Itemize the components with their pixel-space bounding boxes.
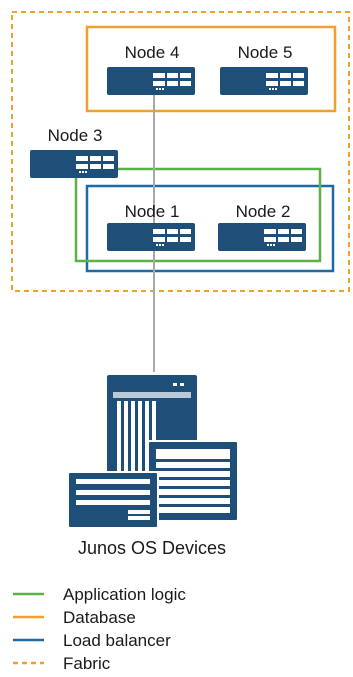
legend-fabric-label: Fabric (63, 654, 111, 673)
junos-devices-icon (67, 375, 239, 529)
application-logic-group-box (74, 167, 322, 263)
node4-server-icon (107, 67, 195, 95)
node2-label: Node 2 (236, 202, 291, 221)
legend-app-logic-label: Application logic (63, 585, 186, 604)
legend-load-balancer-label: Load balancer (63, 631, 171, 650)
legend: Application logic Database Load balancer… (13, 585, 186, 673)
fabric-boundary (11, 11, 350, 292)
node2-server-icon (218, 223, 306, 251)
junos-devices-label: Junos OS Devices (78, 538, 226, 558)
database-group-box (85, 25, 337, 113)
node1-label: Node 1 (125, 202, 180, 221)
node3-server-icon (30, 150, 118, 178)
node3-label: Node 3 (48, 126, 103, 145)
node5-server-icon (220, 67, 308, 95)
node1-server-icon (107, 223, 195, 251)
node4-label: Node 4 (125, 43, 180, 62)
legend-database-label: Database (63, 608, 136, 627)
load-balancer-group-box (85, 184, 335, 273)
node5-label: Node 5 (238, 43, 293, 62)
